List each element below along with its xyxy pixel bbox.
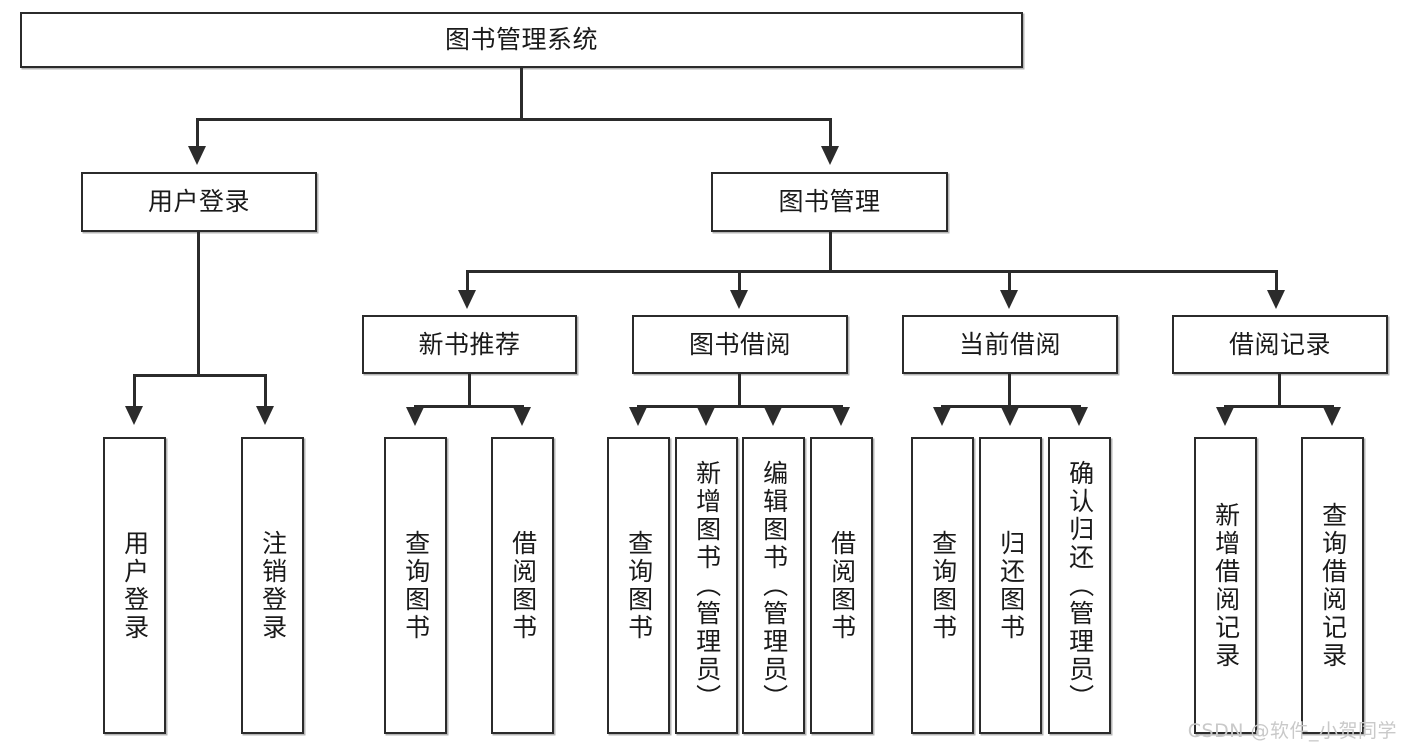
edge-level3-drop-1 [466, 270, 469, 292]
arrowhead-borrow-record [1267, 290, 1285, 309]
node-current-borrow[interactable]: 当前借阅 [902, 315, 1118, 374]
arrowhead-book-borrow [730, 290, 748, 309]
arrowhead-leaf-query-book-1 [406, 407, 424, 426]
arrowhead-leaf-query-book-2 [629, 407, 647, 426]
arrowhead-leaf-query-borrow-record [1323, 407, 1341, 426]
node-label: 图书管理 [778, 187, 881, 217]
edge-book-borrow-stem [738, 374, 741, 405]
watermark: CSDN @软件_小贺同学 [1187, 720, 1397, 742]
node-label: 借阅图书 [827, 529, 857, 642]
node-label: 图书管理系统 [444, 25, 598, 55]
edge-root-to-book-manage [829, 118, 832, 148]
arrowhead-new-book-recommend [458, 290, 476, 309]
leaf-confirm-return-admin[interactable]: 确认归还（管理员） [1048, 437, 1111, 734]
arrowhead-book-manage [821, 146, 839, 165]
node-user-login[interactable]: 用户登录 [81, 172, 317, 232]
edge-new-book-stem [468, 374, 471, 405]
node-label: 借阅记录 [1228, 329, 1331, 359]
leaf-add-book-admin[interactable]: 新增图书（管理员） [675, 437, 738, 734]
leaf-borrow-book-recommend[interactable]: 借阅图书 [491, 437, 554, 734]
edge-borrow-record-stem [1278, 374, 1281, 405]
edge-user-login-drop-1 [133, 374, 136, 408]
arrowhead-leaf-add-book [697, 407, 715, 426]
leaf-query-borrow-record[interactable]: 查询借阅记录 [1301, 437, 1364, 734]
node-label: 查询图书 [401, 529, 431, 642]
node-label: 查询图书 [928, 529, 958, 642]
arrowhead-leaf-confirm-return [1070, 407, 1088, 426]
arrowhead-leaf-return-book [1001, 407, 1019, 426]
leaf-return-book[interactable]: 归还图书 [979, 437, 1042, 734]
node-book-borrow[interactable]: 图书借阅 [632, 315, 848, 374]
node-borrow-record[interactable]: 借阅记录 [1172, 315, 1388, 374]
edge-user-login-stem [197, 232, 200, 374]
edge-new-book-bus [414, 405, 524, 408]
edge-level3-drop-2 [738, 270, 741, 292]
edge-level3-bus [466, 270, 1278, 273]
arrowhead-leaf-query-book-3 [933, 407, 951, 426]
edge-book-manage-stem [829, 232, 832, 270]
arrowhead-leaf-logout [256, 406, 274, 425]
arrowhead-leaf-borrow-book-2 [832, 407, 850, 426]
node-label: 用户登录 [120, 529, 150, 642]
edge-current-borrow-stem [1008, 374, 1011, 405]
arrowhead-current-borrow [1000, 290, 1018, 309]
leaf-user-login[interactable]: 用户登录 [103, 437, 166, 734]
edge-root-bus [196, 118, 832, 121]
node-label: 归还图书 [996, 529, 1026, 642]
arrowhead-leaf-borrow-book-1 [513, 407, 531, 426]
edge-user-login-bus [133, 374, 267, 377]
leaf-edit-book-admin[interactable]: 编辑图书（管理员） [742, 437, 805, 734]
edge-book-borrow-bus [637, 405, 843, 408]
node-label: 用户登录 [147, 187, 250, 217]
arrowhead-leaf-user-login [125, 406, 143, 425]
arrowhead-leaf-add-borrow-record [1216, 407, 1234, 426]
leaf-borrow-book[interactable]: 借阅图书 [810, 437, 873, 734]
arrowhead-user-login [188, 146, 206, 165]
edge-level3-drop-3 [1008, 270, 1011, 292]
edge-level3-drop-4 [1275, 270, 1278, 292]
node-label: 借阅图书 [508, 529, 538, 642]
node-label: 查询借阅记录 [1318, 501, 1348, 670]
edge-root-stem [520, 68, 523, 118]
node-book-management[interactable]: 图书管理 [711, 172, 948, 232]
node-label: 图书借阅 [688, 329, 791, 359]
arrowhead-leaf-edit-book [764, 407, 782, 426]
edge-borrow-record-bus [1224, 405, 1334, 408]
node-label: 注销登录 [258, 529, 288, 642]
node-root-system[interactable]: 图书管理系统 [20, 12, 1023, 68]
node-label: 新书推荐 [418, 329, 521, 359]
leaf-query-book-recommend[interactable]: 查询图书 [384, 437, 447, 734]
leaf-logout-login[interactable]: 注销登录 [241, 437, 304, 734]
node-label: 查询图书 [624, 529, 654, 642]
leaf-query-book-borrow[interactable]: 查询图书 [607, 437, 670, 734]
leaf-add-borrow-record[interactable]: 新增借阅记录 [1194, 437, 1257, 734]
edge-user-login-drop-2 [264, 374, 267, 408]
node-new-book-recommend[interactable]: 新书推荐 [362, 315, 577, 374]
node-label: 新增图书（管理员） [692, 459, 722, 712]
node-label: 确认归还（管理员） [1065, 459, 1095, 712]
edge-root-to-user-login [196, 118, 199, 148]
node-label: 编辑图书（管理员） [759, 459, 789, 712]
leaf-query-book-current[interactable]: 查询图书 [911, 437, 974, 734]
node-label: 当前借阅 [958, 329, 1061, 359]
node-label: 新增借阅记录 [1211, 501, 1241, 670]
